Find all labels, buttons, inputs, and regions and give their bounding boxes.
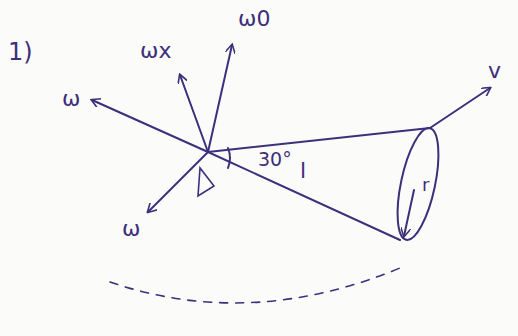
length-label: l (300, 160, 306, 182)
radius-label: r (422, 176, 429, 194)
vector-label: ω0 (238, 8, 270, 30)
angle-label: 30° (258, 150, 292, 169)
angle-arc (228, 148, 230, 168)
vector-label: ωx (140, 40, 171, 62)
cone-edge (208, 152, 400, 240)
cone-base (390, 125, 447, 244)
omega-vector (92, 100, 208, 152)
apex-mark (198, 168, 214, 196)
radius-line (404, 190, 414, 236)
problem-number: 1) (8, 40, 33, 64)
cone-edge (208, 128, 430, 152)
omega-x-vector (180, 75, 208, 152)
vector-label: ω (122, 218, 140, 240)
vector-label: v (488, 60, 501, 82)
velocity-vector (430, 88, 490, 128)
omega-0-vector (208, 45, 232, 152)
trajectory-arc (110, 268, 400, 303)
vector-label: ω (62, 88, 80, 110)
